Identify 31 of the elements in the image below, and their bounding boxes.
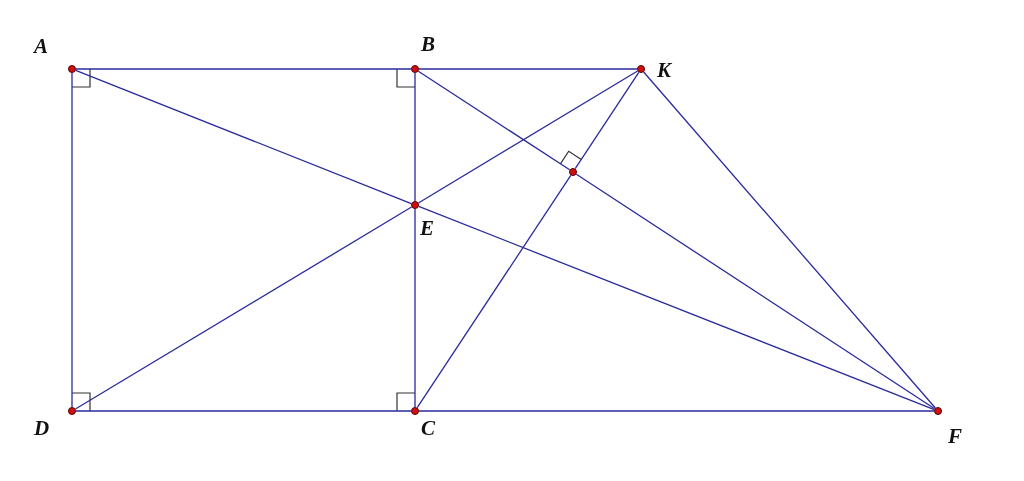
point-label: C (421, 417, 435, 439)
line-segment (418, 205, 935, 411)
point-dot (411, 201, 419, 209)
line-segment (414, 208, 416, 408)
line-segment (418, 410, 935, 412)
line-segment (642, 71, 937, 409)
point-label: F (948, 425, 962, 447)
line-segment (75, 410, 412, 412)
line-segment (71, 72, 73, 408)
point-dot (411, 65, 419, 73)
point-dot (68, 65, 76, 73)
point-label: E (420, 217, 434, 239)
point-dot (569, 168, 577, 176)
point-label: A (34, 35, 48, 57)
line-segment (75, 69, 412, 205)
line-segment (416, 174, 572, 409)
line-segment (575, 173, 936, 410)
point-dot (637, 65, 645, 73)
point-dot (934, 407, 942, 415)
line-segment (417, 70, 571, 171)
line-segment (574, 71, 640, 170)
point-dot (411, 407, 419, 415)
point-label: B (421, 33, 435, 55)
line-segment (417, 70, 639, 204)
line-segment (414, 72, 416, 202)
line-segment (75, 68, 412, 70)
point-label: D (34, 417, 50, 439)
point-label: K (657, 59, 671, 81)
line-segment (74, 206, 413, 410)
line-segment (418, 68, 638, 70)
point-dot (68, 407, 76, 415)
